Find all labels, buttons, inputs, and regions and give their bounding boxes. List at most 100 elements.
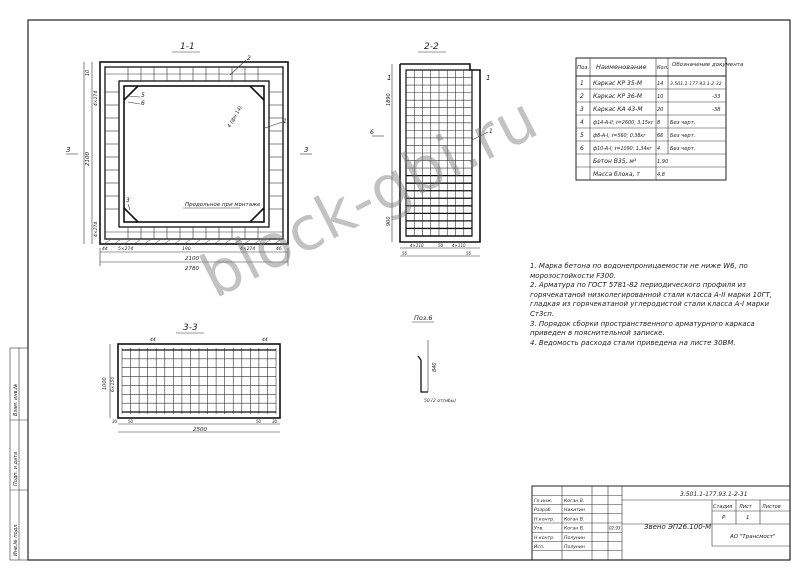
spec-cell-qty: 4,8 xyxy=(657,172,665,178)
section-1-1: 1-1 2 5 6 1 4 (фн 14) 3 Продольное при м… xyxy=(66,42,312,272)
spec-header-name: Наименование xyxy=(596,63,647,71)
section-mark: 1 xyxy=(387,74,391,82)
doc-title: Звено ЭП26.100-М xyxy=(644,523,711,531)
leader-label: 5 xyxy=(141,92,145,99)
section-title: 2-2 xyxy=(424,42,439,52)
doc-code: 3.501.1-177.93.1-2-31 xyxy=(680,491,748,498)
dim-text: 46 xyxy=(276,246,282,252)
side-stamp-text: Подп. и дата xyxy=(13,452,19,486)
detail-title: Поз.6 xyxy=(414,314,433,322)
note-item: 3. Порядок сборки пространственного арма… xyxy=(530,319,755,338)
note-item: 1. Марка бетона по водонепроницаемости н… xyxy=(530,262,748,280)
spec-header-pos: Поз. xyxy=(577,65,589,71)
tb-date: 02.93 xyxy=(609,526,621,531)
dim-text: 840 xyxy=(432,362,438,372)
dim-text: 10 xyxy=(85,70,91,76)
spec-cell-qty: 14 xyxy=(657,81,663,87)
section-title: 1-1 xyxy=(180,42,195,52)
spec-cell-qty: 8 xyxy=(657,120,660,126)
dim-text: 50 (2 отгибы) xyxy=(424,398,456,404)
spec-cell-designation: Без черт. xyxy=(670,120,695,126)
tb-value: Р xyxy=(722,515,726,521)
dim-text: 2100 xyxy=(185,256,199,262)
tb-role: Исп. xyxy=(534,544,544,550)
tb-header: Лист xyxy=(738,504,753,510)
dim-text: 190 xyxy=(182,246,191,252)
leader-label: 2 xyxy=(247,55,251,62)
dim-text: 44 xyxy=(102,246,108,252)
dim-text: 56 xyxy=(402,251,408,256)
dim-text: 4×274 xyxy=(93,91,99,106)
dim-text: 30 xyxy=(272,419,278,424)
spec-cell-qty: 66 xyxy=(657,133,663,139)
dim-text: 4×274 xyxy=(93,222,99,237)
spec-cell-name: ф14-А-II; ℓ=2600; 3,15кг xyxy=(593,120,654,126)
spec-cell-name: ф10-А-I; ℓ=1090; 1,34кг xyxy=(593,146,652,152)
spec-cell-pos: 6 xyxy=(580,145,584,152)
section-3-3: 3-3 44 44 1000 6×150 30 50 50 30 2500 xyxy=(102,323,281,433)
dim-text: 5×274 xyxy=(118,246,133,252)
anchor-label: Продольное при монтаже xyxy=(185,202,261,208)
tb-header: Листов xyxy=(761,504,781,510)
sheet-frame xyxy=(27,19,791,561)
spec-cell-designation: -38 xyxy=(712,107,721,113)
org-name: АО "Трансмост" xyxy=(729,534,775,540)
tb-role: Гл.инж. xyxy=(534,498,553,504)
spec-cell-qty: 4 xyxy=(657,146,660,152)
dim-text: 4×274 xyxy=(240,246,255,252)
spec-cell-name: Каркас КР 36-М xyxy=(593,93,643,100)
dim-text: 4×110 xyxy=(452,243,466,248)
pos6-detail: Поз.6 840 50 (2 отгибы) xyxy=(412,314,456,404)
dim-text: 6×150 xyxy=(110,377,116,392)
spec-cell-name: Бетон В35, м³ xyxy=(593,158,637,165)
spec-cell-name: Масса блока, т xyxy=(593,171,640,178)
dim-text: 50 xyxy=(256,419,262,424)
tb-role: Утв. xyxy=(534,526,544,532)
spec-cell-qty: 10 xyxy=(657,94,663,100)
dim-text: 2500 xyxy=(193,427,207,433)
dim-text: 900 xyxy=(386,216,392,226)
spec-cell-designation: -33 xyxy=(712,94,720,100)
spec-cell-name: Каркас КА 43-М xyxy=(593,106,643,113)
spec-cell-pos: 1 xyxy=(580,80,584,87)
spec-header-designation: Обозначение документа xyxy=(672,62,744,68)
side-stamp-text: Взам. инв.№ xyxy=(13,384,19,416)
dim-text: 1890 xyxy=(386,93,392,106)
tb-person: Коган В. xyxy=(564,526,584,532)
leader-label: 4 (фн 14) xyxy=(227,105,244,129)
spec-header-qty: Кол. xyxy=(657,65,668,71)
section-mark: 3 xyxy=(304,146,308,154)
tb-person: Полунин xyxy=(564,544,585,550)
tb-person: Полунин xyxy=(564,535,585,541)
dim-text: 44 xyxy=(262,337,268,343)
section-mark: 1 xyxy=(486,74,490,82)
section-title: 3-3 xyxy=(183,323,198,333)
spec-cell-qty: 20 xyxy=(657,107,663,113)
section-2-2: 2-2 1 1 6 1 1890 900 4×110 50 4×110 56 5… xyxy=(370,42,493,257)
tb-header: Стадия xyxy=(713,504,732,510)
spec-cell-designation: 3.501.1-177.93.1-2-32 xyxy=(670,81,722,87)
spec-cell-qty: 1,90 xyxy=(657,159,668,165)
dim-text: 1000 xyxy=(102,377,108,390)
dim-text: 4×110 xyxy=(410,243,424,248)
spec-cell-pos: 5 xyxy=(580,132,584,139)
dim-text: 50 xyxy=(128,419,134,424)
spec-cell-designation: Без черт. xyxy=(670,133,695,139)
spec-cell-designation: Без черт. xyxy=(670,146,695,152)
spec-table: Поз. Наименование Кол. Обозначение документ… xyxy=(575,57,744,181)
tb-value: 1 xyxy=(746,515,750,521)
spec-cell-pos: 3 xyxy=(580,106,584,113)
spec-cell-name: Каркас КР 35-М xyxy=(593,80,643,87)
tb-person: Коган В. xyxy=(564,498,584,504)
side-stamp-text: Инв.№ подл. xyxy=(13,523,19,556)
dim-text: 2780 xyxy=(185,266,199,272)
leader-label: 6 xyxy=(370,129,374,136)
title-block: Гл.инж.Коган В.Разраб.НикитинН.контр.Ког… xyxy=(531,485,791,561)
note-item: 4. Ведомость расхода стали приведена на … xyxy=(530,338,736,347)
section-mark: 3 xyxy=(66,146,70,154)
tb-role: Разраб. xyxy=(534,507,552,513)
tb-person: Коган В. xyxy=(564,516,584,522)
tb-role: Н.контр. xyxy=(534,535,555,541)
